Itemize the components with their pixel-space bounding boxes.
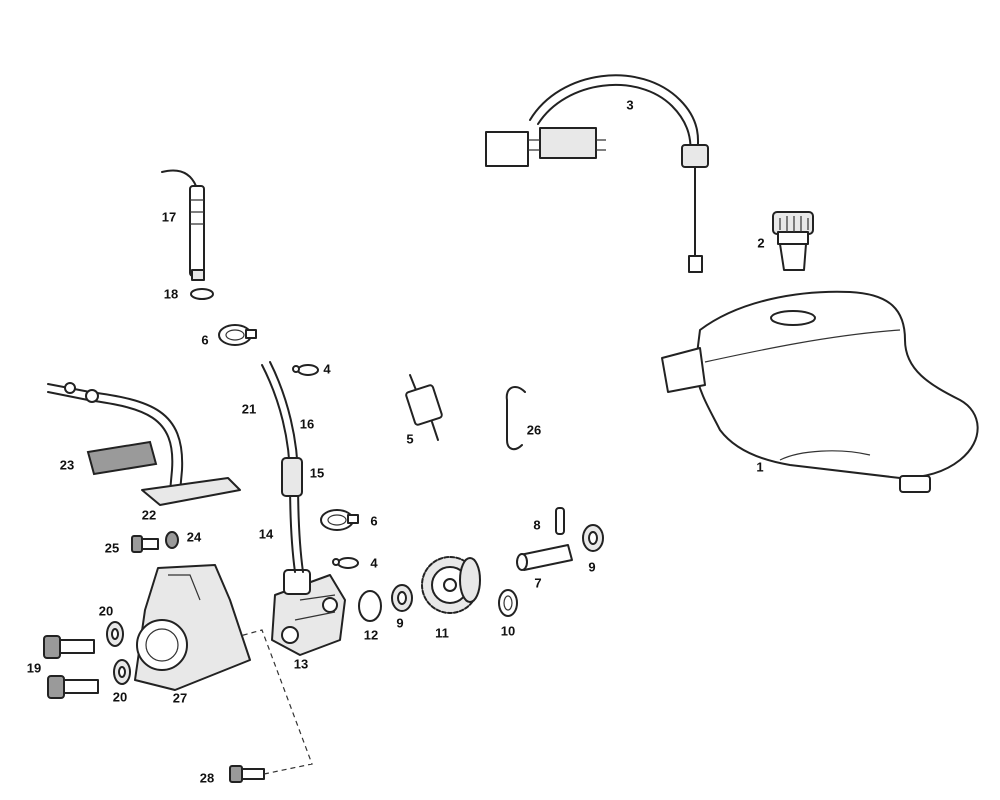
part-26-wire-clip bbox=[505, 385, 526, 451]
part-4-clip-a bbox=[292, 364, 319, 376]
part-1-oil-tank bbox=[661, 290, 979, 493]
part-7-drive-shaft bbox=[516, 544, 573, 571]
part-6-hose-clamp-b bbox=[320, 509, 359, 531]
part-12-o-ring bbox=[358, 590, 382, 622]
part-20-washer-a bbox=[106, 621, 124, 647]
part-23-rubber-block bbox=[86, 440, 158, 476]
part-27-pump-cover bbox=[134, 564, 251, 691]
part-5-inline-filter bbox=[405, 374, 443, 441]
callout-6b: 6 bbox=[370, 513, 377, 528]
callout-21: 21 bbox=[242, 401, 256, 416]
part-6-hose-clamp-a bbox=[218, 324, 257, 346]
callout-1: 1 bbox=[756, 459, 763, 474]
part-17-hose-fitting bbox=[161, 169, 205, 281]
callout-10: 10 bbox=[501, 623, 515, 638]
callout-20b: 20 bbox=[113, 689, 127, 704]
callout-5: 5 bbox=[406, 431, 413, 446]
callout-22: 22 bbox=[142, 507, 156, 522]
part-19-bolt-upper bbox=[43, 635, 95, 659]
callout-23: 23 bbox=[60, 457, 74, 472]
callout-15: 15 bbox=[310, 465, 324, 480]
part-4-clip-b bbox=[332, 557, 359, 569]
part-14-15-16-21-oil-hose bbox=[261, 361, 304, 573]
callout-26: 26 bbox=[527, 422, 541, 437]
callout-7: 7 bbox=[534, 575, 541, 590]
part-9-washer-a bbox=[582, 524, 604, 552]
part-25-bolt bbox=[131, 535, 159, 553]
callout-4a: 4 bbox=[323, 361, 331, 376]
callout-8: 8 bbox=[533, 517, 540, 532]
callout-25: 25 bbox=[105, 540, 119, 555]
part-2-tank-cap bbox=[772, 211, 814, 271]
callout-24: 24 bbox=[187, 529, 202, 544]
callout-28: 28 bbox=[200, 770, 214, 785]
part-3-level-sensor-cable bbox=[485, 74, 709, 273]
part-13-oil-pump bbox=[271, 569, 346, 656]
part-18-clip bbox=[190, 288, 214, 300]
callout-18: 18 bbox=[164, 286, 178, 301]
callout-9a: 9 bbox=[588, 559, 595, 574]
callout-9b: 9 bbox=[396, 615, 403, 630]
part-9-washer-b bbox=[391, 584, 413, 612]
callout-14: 14 bbox=[259, 526, 274, 541]
callout-labels: 1 2 3 4 4 5 6 6 7 8 9 9 10 11 12 13 14 1… bbox=[27, 97, 765, 785]
part-19-bolt-lower bbox=[47, 675, 99, 699]
part-11-gear bbox=[421, 556, 481, 614]
callout-17: 17 bbox=[162, 209, 176, 224]
callout-4b: 4 bbox=[370, 555, 378, 570]
part-20-washer-b bbox=[113, 659, 131, 685]
callout-12: 12 bbox=[364, 627, 378, 642]
callout-19: 19 bbox=[27, 660, 41, 675]
callout-16: 16 bbox=[300, 416, 314, 431]
callout-3: 3 bbox=[626, 97, 633, 112]
part-8-pin bbox=[555, 507, 565, 535]
callout-2: 2 bbox=[757, 235, 764, 250]
part-22-cable-bracket bbox=[47, 382, 241, 506]
callout-27: 27 bbox=[173, 690, 187, 705]
callout-13: 13 bbox=[294, 656, 308, 671]
part-10-circlip bbox=[498, 589, 518, 617]
callout-6a: 6 bbox=[201, 332, 208, 347]
part-24-washer bbox=[165, 531, 179, 549]
callout-11: 11 bbox=[435, 625, 449, 640]
part-28-bolt bbox=[229, 629, 313, 783]
callout-20a: 20 bbox=[99, 603, 113, 618]
